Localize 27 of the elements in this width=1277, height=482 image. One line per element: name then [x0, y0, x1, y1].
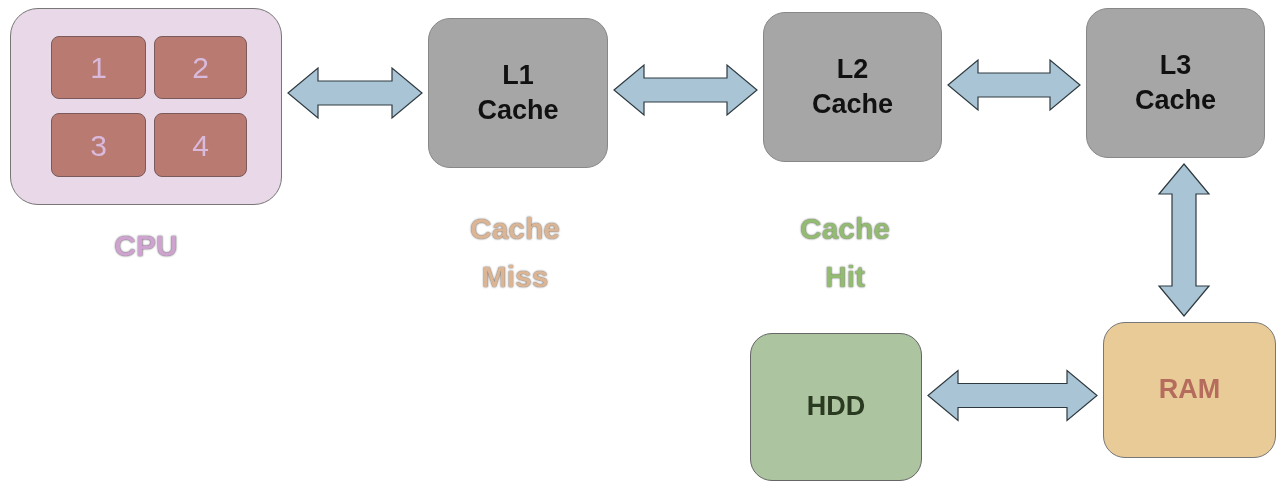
status-label: Cache Hit [798, 211, 891, 295]
box-text: RAM [1157, 373, 1222, 407]
double-arrow [947, 58, 1081, 112]
core-box [51, 113, 146, 177]
box-text: L3 Cache [1133, 48, 1217, 117]
core-box [154, 36, 247, 99]
cache-box [763, 12, 942, 162]
core-box [154, 113, 247, 177]
double-arrow [1157, 163, 1211, 317]
box-text: 3 [89, 127, 108, 164]
box-text: 2 [191, 50, 210, 86]
box-text: L1 Cache [476, 58, 560, 127]
cpu-box [10, 8, 282, 205]
cache-box [1086, 8, 1265, 158]
double-arrow [287, 66, 423, 120]
status-label: Cache Miss [468, 211, 561, 295]
double-arrow [613, 63, 758, 117]
core-box [51, 36, 146, 99]
double-arrow [927, 369, 1098, 422]
box-text: 4 [191, 127, 210, 164]
box-text: L2 Cache [810, 52, 894, 121]
ram-box [1103, 322, 1276, 458]
box-text: 1 [89, 50, 108, 86]
cpu-label: CPU [113, 228, 179, 264]
hdd-box [750, 333, 922, 481]
cache-box [428, 18, 608, 168]
box-text: HDD [805, 390, 867, 424]
